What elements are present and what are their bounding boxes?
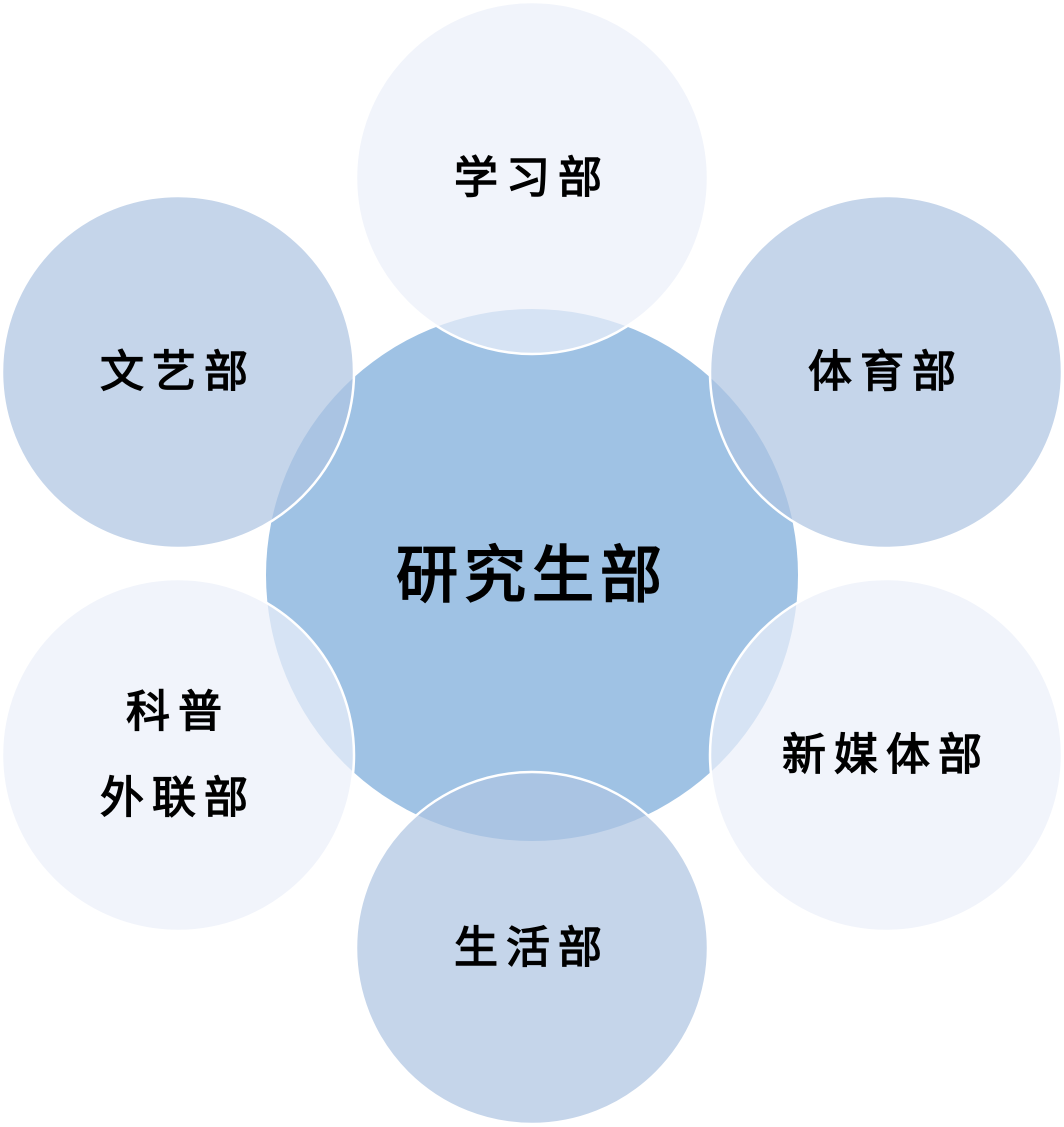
department-circle-science-outreach: [0, 577, 356, 933]
department-circle-sports: [708, 194, 1064, 550]
center-circle: [266, 309, 798, 841]
department-circle-new-media: [708, 577, 1064, 933]
department-label-sports: 体育部: [808, 347, 964, 398]
department-label-science-outreach: 外联部: [100, 773, 256, 824]
department-label-study: 学习部: [454, 153, 610, 204]
department-circle-life: [354, 770, 710, 1126]
department-circle-culture: [0, 194, 356, 550]
department-label-new-media: 新媒体部: [782, 730, 990, 781]
center-label: 研究生部: [396, 539, 668, 612]
department-label-culture: 文艺部: [100, 347, 256, 398]
department-circle-study: [354, 0, 710, 356]
department-label-science-outreach: 科普: [126, 687, 230, 738]
department-label-life: 生活部: [454, 923, 610, 974]
